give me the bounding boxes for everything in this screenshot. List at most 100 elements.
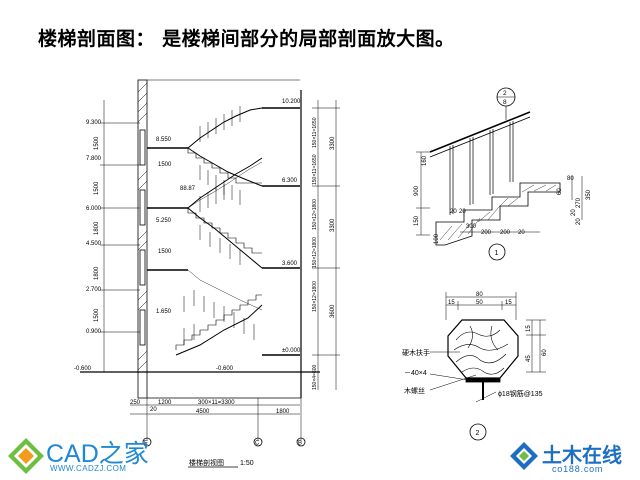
- level-7-800: 7.800: [86, 156, 102, 162]
- d2-dim-45: 45: [526, 355, 532, 362]
- handrail: [429, 111, 531, 153]
- axis-e-circle: [142, 437, 152, 447]
- d1-dim-350: 350: [586, 189, 592, 200]
- section-labels: 9.300 7.800 6.000 4.500 2.700 0.900 -0.6…: [74, 99, 336, 467]
- d2-dim-15b: 15: [505, 300, 512, 306]
- right-dimension-chain: [312, 100, 340, 390]
- d2-dim-50: 50: [476, 300, 483, 306]
- label-rebar: ϕ18钢筋@135: [498, 389, 543, 398]
- level-5-250: 5.250: [156, 218, 172, 224]
- detail-1-number-circle: [488, 243, 506, 261]
- right-dim-1: 150×11=1650: [312, 117, 318, 148]
- balusters: [183, 106, 255, 345]
- axis-c-label: C: [255, 441, 260, 447]
- axis-e-label: E: [144, 441, 148, 447]
- d1-dim-270: 270: [576, 197, 582, 208]
- level-6-000: 6.000: [86, 206, 102, 212]
- level-2-700: 2.700: [86, 287, 102, 293]
- level-minus-0-600-b: -0.600: [216, 366, 234, 372]
- landing-width-2: 1500: [158, 249, 172, 255]
- detail-1-number: 1: [495, 250, 499, 257]
- label-flat-bar: －40×4: [404, 370, 427, 377]
- landing-width-1: 1500: [158, 162, 172, 168]
- d1-dim-900: 900: [414, 185, 420, 196]
- right-dim-5: 150×12=1800: [312, 281, 318, 312]
- left-dim-5: 1500: [94, 308, 100, 322]
- left-wall-hatch: [137, 82, 148, 371]
- detail-2-drawing: [429, 292, 546, 441]
- right-dim-2: 150×11=1650: [312, 154, 318, 185]
- detail-ref-num: 2: [503, 90, 507, 97]
- level-0-900: 0.900: [86, 329, 102, 335]
- bottom-dim-1800: 1800: [276, 409, 290, 415]
- left-dimension-chain: [100, 100, 140, 373]
- axis-c-circle: [253, 437, 263, 447]
- d1-dim-100: 100: [434, 233, 440, 244]
- detail-2-dimensions: [445, 292, 546, 373]
- d2-dim-15c: 15: [526, 325, 532, 332]
- window-4: [139, 309, 146, 346]
- left-dim-4: 1800: [94, 266, 100, 280]
- right-dim-4: 150×12=1800: [312, 237, 318, 268]
- section-caption: 楼梯剖视图: [189, 458, 224, 467]
- cadzj-name: CAD之家: [46, 440, 149, 468]
- d1-dim-60: 60: [557, 188, 563, 195]
- d1-dim-20a: 20: [450, 209, 457, 215]
- bottom-dim-4500: 4500: [196, 409, 210, 415]
- wood-grain: [453, 325, 509, 375]
- level-3-600: 3.600: [282, 261, 298, 267]
- d2-dim-80: 80: [476, 292, 483, 298]
- stair-slab: [435, 182, 561, 246]
- detail-1-balusters: [449, 121, 514, 215]
- d1-dim-20b: 20: [459, 209, 466, 215]
- right-dim-3: 150×12=1800: [312, 199, 318, 230]
- d1-dim-20d: 20: [571, 209, 577, 216]
- d1-dim-200a: 200: [481, 230, 492, 236]
- d1-dim-80: 80: [567, 176, 574, 182]
- cadzj-watermark: CAD之家 WWW.CADZJ.COM: [6, 434, 166, 476]
- stair-slab-hatch: [439, 184, 557, 241]
- axis-b-label: B: [298, 441, 302, 447]
- left-dim-1: 1500: [94, 136, 100, 150]
- right-dim-6: 150×4=600: [312, 364, 318, 390]
- cadzj-url: WWW.CADZJ.COM: [50, 464, 127, 473]
- detail-1-drawing: [416, 87, 583, 261]
- bottom-dim-20: 20: [150, 407, 157, 413]
- d1-dim-20e: 20: [576, 218, 582, 225]
- detail-2-number: 2: [476, 430, 480, 437]
- level-10-200: 10.200: [282, 99, 301, 105]
- tumu-logo-icon: [510, 442, 538, 470]
- d2-dim-15a: 15: [448, 300, 455, 306]
- detail-2-labels: 80 50 15 15 15 45 60 硬木扶手 －40×4 木螺丝 ϕ18钢…: [402, 292, 548, 437]
- d1-dim-300: 300: [466, 224, 477, 230]
- axis-b-circle: [296, 437, 306, 447]
- flat-bar: [465, 377, 501, 383]
- level-9-300: 9.300: [86, 120, 102, 126]
- d1-dim-200b: 200: [500, 230, 511, 236]
- window-1: [139, 129, 146, 166]
- bottom-dim-1200: 1200: [158, 400, 172, 406]
- bottom-dimension-chain: [130, 398, 302, 440]
- landing-label: 88.87: [180, 186, 196, 192]
- left-dim-2: 1500: [94, 181, 100, 195]
- detail-2-leaders: [429, 351, 497, 403]
- d1-dim-150: 150: [414, 215, 420, 226]
- stair-section-drawing: [80, 79, 340, 468]
- d1-dim-160: 160: [422, 155, 428, 166]
- d2-dim-60: 60: [542, 349, 548, 356]
- floor-dim-3: 3600: [330, 304, 336, 318]
- detail-ref-den: 8: [503, 99, 507, 106]
- window-2: [139, 189, 146, 226]
- level-1-650: 1.650: [156, 309, 172, 315]
- left-dim-3: 1800: [94, 221, 100, 235]
- d1-dim-20c: 20: [518, 230, 525, 236]
- detail-2-number-circle: [469, 423, 487, 441]
- tumu-name: 土木在线: [542, 443, 622, 467]
- level-minus-0-600: -0.600: [74, 366, 92, 372]
- tumu-url: co188.com: [552, 464, 604, 474]
- label-hardwood-handrail: 硬木扶手: [402, 348, 430, 357]
- cadzj-logo-icon: [8, 438, 44, 474]
- bottom-dim-250: 250: [130, 400, 141, 406]
